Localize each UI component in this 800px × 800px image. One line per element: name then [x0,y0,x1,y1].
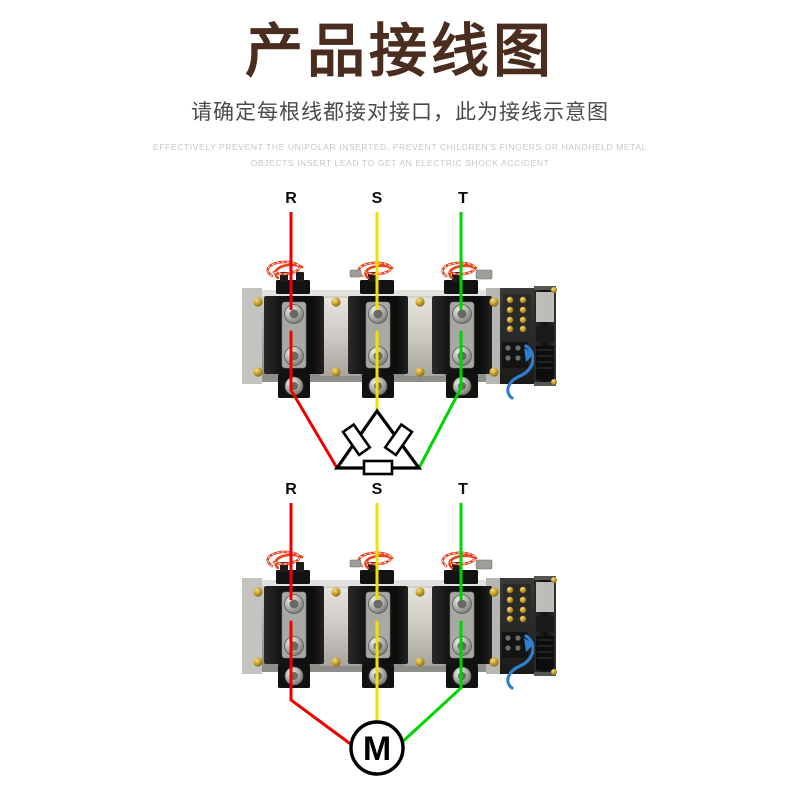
device-bottom [240,550,558,690]
motor-label: M [363,730,391,768]
page-subtitle: 请确定每根线都接对接口，此为接线示意图 [191,100,609,124]
wires-top-outgoing [289,330,463,470]
motor-symbol: M [349,720,405,776]
header: 产品接线图 请确定每根线都接对接口，此为接线示意图 EFFECTIVELY PR… [0,0,800,172]
english-caption: EFFECTIVELY PREVENT THE UNIPOLAR INSERTE… [0,139,800,172]
device-top [240,260,558,400]
page-title: 产品接线图 [244,17,555,85]
wires-bottom-outgoing [289,620,463,750]
phase-label-t-top: T [458,190,468,207]
wire-t-top-out [417,330,463,470]
wire-r-bottom-out [289,620,358,750]
wire-r-top-out [289,330,339,470]
delta-elements [341,422,414,476]
phase-label-r-bottom: R [285,481,297,498]
wires-top-incoming [289,212,463,310]
delta-load-symbol [333,408,423,470]
wire-t-bottom-out [398,620,463,746]
english-line-2: OBJECTS INSERT LEAD TO GET AN ELECTRIC S… [250,158,550,169]
phase-label-r-top: R [285,190,297,207]
wires-bottom-incoming [289,503,463,600]
phase-label-s-bottom: S [371,481,383,498]
phase-label-s-top: S [371,190,383,207]
english-line-1: EFFECTIVELY PREVENT THE UNIPOLAR INSERTE… [153,142,647,152]
phase-label-t-bottom: T [458,481,468,498]
